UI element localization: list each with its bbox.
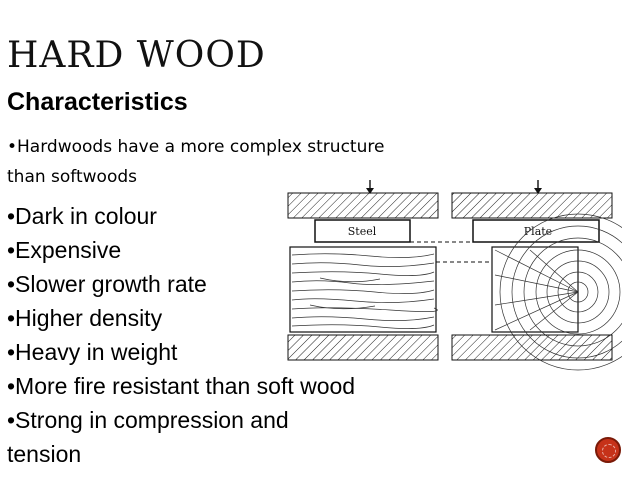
intro-bullet: •Hardwoods have a more complex structure… bbox=[7, 137, 385, 187]
bullet-item: •Heavy in weight bbox=[7, 339, 178, 365]
bullet-item: •Expensive bbox=[7, 237, 122, 263]
plate bbox=[472, 219, 600, 243]
plate-label: Plate bbox=[524, 225, 552, 238]
bullet-item: •Higher density bbox=[7, 305, 163, 331]
slide-badge-icon bbox=[595, 437, 621, 463]
right-assembly: Plate bbox=[451, 180, 622, 371]
top-hatched-block bbox=[451, 192, 613, 219]
bottom-hatched-block bbox=[451, 334, 613, 361]
bullet-item: •Slower growth rate bbox=[7, 271, 207, 297]
bullet-item: •More fire resistant than soft wood bbox=[7, 373, 356, 399]
wood-block-longitudinal bbox=[289, 246, 437, 333]
top-hatched-block bbox=[287, 192, 439, 219]
steel-label: Steel bbox=[348, 225, 377, 238]
subtitle: Characteristics bbox=[7, 88, 188, 116]
arrow-head-icon bbox=[366, 188, 374, 194]
slide-title: HARD WOOD bbox=[7, 35, 266, 76]
left-assembly: Steel bbox=[287, 180, 439, 361]
bottom-hatched-block bbox=[287, 334, 439, 361]
wood-compression-diagram: Steel Plate bbox=[287, 180, 622, 371]
steel-plate bbox=[314, 219, 411, 243]
bullet-item: •Strong in compression and tension bbox=[7, 407, 289, 467]
arrow-head-icon bbox=[534, 188, 542, 194]
bullet-item: •Dark in colour bbox=[7, 203, 157, 229]
bullet-list: •Dark in colour •Expensive •Slower growt… bbox=[7, 199, 367, 471]
wood-grain-lines bbox=[291, 253, 438, 329]
